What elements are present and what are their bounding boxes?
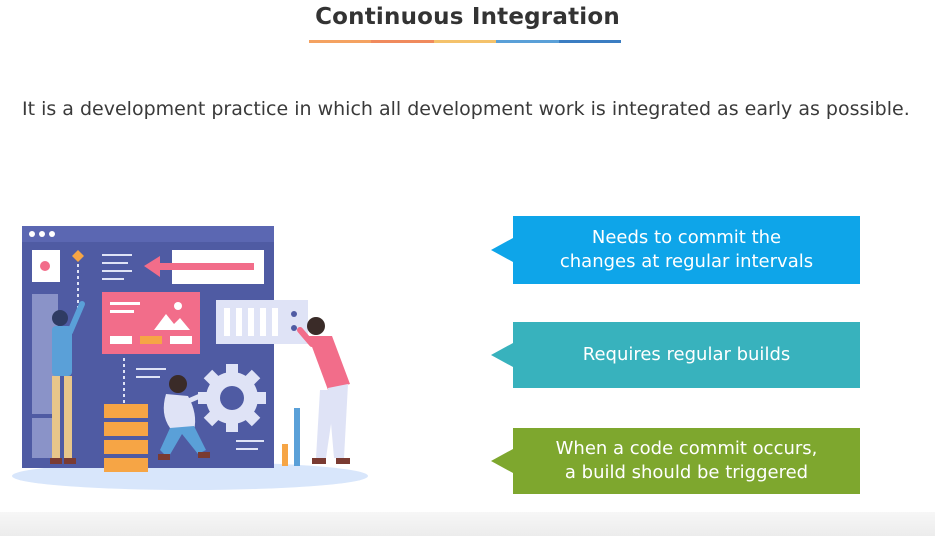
- illustration-svg: [12, 226, 368, 490]
- mini-bar: [294, 408, 300, 466]
- slide-title: Continuous Integration: [315, 4, 620, 30]
- text-line: [236, 440, 264, 442]
- callout-build-triggered: When a code commit occurs, a build shoul…: [491, 428, 860, 494]
- underline-segment-3: [433, 40, 497, 43]
- person-crouching: [158, 375, 210, 460]
- window-dot: [49, 231, 55, 237]
- underline-segment-1: [309, 40, 372, 43]
- server-block: [104, 404, 148, 418]
- image-card-line: [110, 302, 140, 305]
- card-button: [140, 336, 162, 344]
- left-card-dot: [40, 261, 50, 271]
- text-line: [236, 448, 258, 450]
- text-line: [102, 278, 124, 280]
- panel-dot: [291, 325, 297, 331]
- person-left: [50, 301, 85, 464]
- title-underline: [309, 40, 622, 43]
- text-line: [102, 270, 132, 272]
- callout-text: When a code commit occurs, a build shoul…: [555, 438, 818, 483]
- text-line: [136, 368, 166, 370]
- mini-bar: [282, 444, 288, 466]
- callout-arrow: [491, 238, 513, 262]
- slider-bar: [236, 308, 242, 336]
- text-line: [102, 262, 128, 264]
- callout-text: Needs to commit the changes at regular i…: [559, 227, 814, 272]
- slider-bar: [260, 308, 266, 336]
- person-right: [297, 317, 350, 464]
- panel-dot: [291, 311, 297, 317]
- callout-commit-regularly: Needs to commit the changes at regular i…: [491, 216, 860, 284]
- underline-segment-2: [371, 40, 434, 43]
- window-dot: [29, 231, 35, 237]
- slider-bar: [224, 308, 230, 336]
- diamond-marker: [72, 250, 84, 262]
- sun-icon: [174, 302, 182, 310]
- callout-text: Requires regular builds: [582, 344, 791, 365]
- callout-regular-builds: Requires regular builds: [491, 322, 860, 388]
- text-line: [102, 254, 132, 256]
- callout-arrow: [491, 449, 513, 473]
- left-arrow: [144, 256, 254, 277]
- bottom-bar: [0, 512, 935, 536]
- mountain-icon: [154, 314, 190, 330]
- text-line: [136, 376, 160, 378]
- ground-shadow: [12, 462, 368, 490]
- card-button: [170, 336, 192, 344]
- underline-segment-4: [496, 40, 559, 43]
- callout-arrow: [491, 343, 513, 367]
- slider-bar: [248, 308, 254, 336]
- underline-segment-5: [558, 40, 622, 43]
- server-block: [104, 422, 148, 436]
- server-block: [104, 440, 148, 454]
- image-card: [102, 292, 200, 354]
- developers-collaboration-illustration: [10, 218, 390, 500]
- server-block: [104, 458, 148, 472]
- gear-icon: [198, 364, 266, 432]
- slide-description: It is a development practice in which al…: [22, 98, 910, 120]
- slider-bar: [272, 308, 278, 336]
- card-button: [110, 336, 132, 344]
- board-top-bar: [22, 226, 274, 242]
- image-card-line: [110, 310, 134, 313]
- window-dot: [39, 231, 45, 237]
